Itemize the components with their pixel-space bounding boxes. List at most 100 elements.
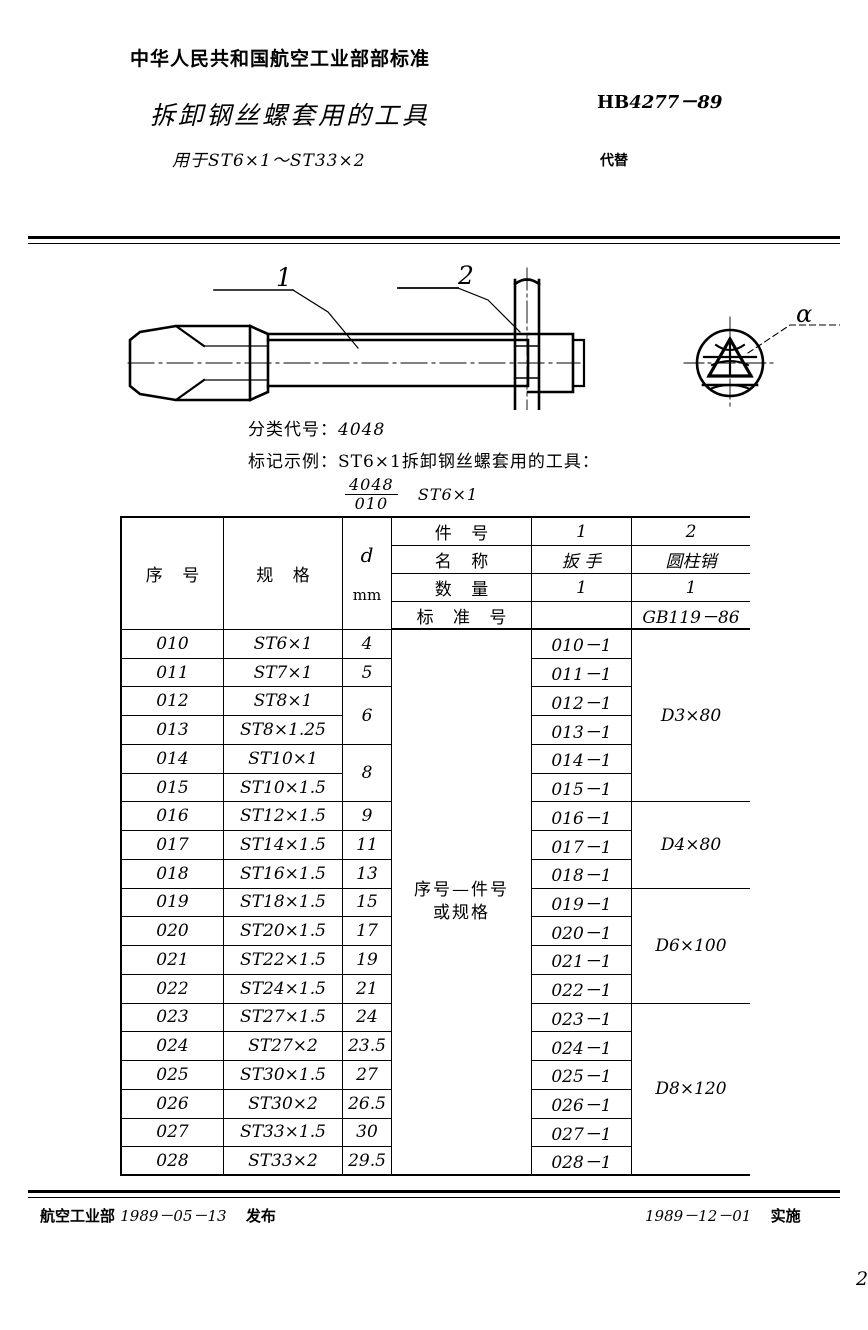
subheader-col1-2: 1 [532, 574, 632, 602]
marking-example-label: 标记示例： [248, 452, 338, 472]
table-row-d-021: 19 [343, 946, 392, 975]
table-row-seq-024: 024 [122, 1032, 224, 1062]
table-row-d-012: 6 [343, 687, 392, 745]
table-row-spec-020: ST20×1.5 [224, 917, 343, 947]
page-number: 2 [856, 1268, 868, 1290]
table-row-seq-013: 013 [122, 716, 224, 745]
table-header-d: d mm [343, 518, 392, 630]
footer-divider-thick [28, 1190, 840, 1193]
subheader-col2-3: GB119－86 [632, 602, 750, 630]
classification-code-label: 分类代号： [248, 420, 338, 440]
subheader-col1-0: 1 [532, 518, 632, 546]
designation-suffix: ST6×1 [417, 485, 479, 505]
subheader-col2-2: 1 [632, 574, 750, 602]
subheader-col2-0: 2 [632, 518, 750, 546]
effective-word: 实施 [770, 1207, 801, 1225]
footer-divider-thin [28, 1197, 840, 1198]
table-row-seq-017: 017 [122, 831, 224, 860]
table-row-seq-016: 016 [122, 802, 224, 832]
standard-number: HB4277－89 [597, 88, 722, 114]
marking-example-designation: 4048 010 ST6×1 [345, 476, 479, 513]
pin-size-group-D4×80: D4×80 [632, 802, 750, 889]
table-row-d-014: 8 [343, 744, 392, 803]
subheader-col1-1: 扳 手 [532, 546, 632, 574]
pin-size-group-D6×100: D6×100 [632, 889, 750, 1004]
classification-code-value: 4048 [338, 420, 386, 440]
table-header-d-symbol: d [360, 542, 374, 567]
table-row-seq-014: 014 [122, 744, 224, 774]
table-row-pinref-018: 018－1 [532, 859, 632, 889]
table-row-spec-017: ST14×1.5 [224, 831, 343, 860]
table-row-spec-026: ST30×2 [224, 1089, 343, 1119]
table-row-pinref-027: 027－1 [532, 1118, 632, 1148]
table-row-pinref-025: 025－1 [532, 1061, 632, 1090]
table-row-spec-028: ST33×2 [224, 1147, 343, 1176]
table-row-spec-011: ST7×1 [224, 658, 343, 688]
table-row-d-028: 29.5 [343, 1147, 392, 1176]
page-title: 拆卸钢丝螺套用的工具 [150, 101, 431, 130]
table-row-pinref-022: 022－1 [532, 974, 632, 1004]
table-row-seq-022: 022 [122, 974, 224, 1004]
table-row-spec-024: ST27×2 [224, 1032, 343, 1062]
designation-fraction: 4048 010 [345, 476, 398, 513]
table-row-spec-023: ST27×1.5 [224, 1003, 343, 1033]
table-row-seq-010: 010 [122, 630, 224, 659]
table-row-pinref-010: 010－1 [532, 630, 632, 659]
table-row-d-024: 23.5 [343, 1032, 392, 1062]
subheader-label-0: 件 号 [392, 518, 532, 546]
designation-denominator: 010 [354, 493, 389, 513]
table-row-pinref-015: 015－1 [532, 773, 632, 803]
table-row-seq-012: 012 [122, 687, 224, 717]
tool-assembly-drawing: 1 2 α [28, 250, 841, 412]
subheader-label-1: 名 称 [392, 546, 532, 574]
wrench-note-line-1: 序号—件号 [414, 880, 509, 901]
table-row-pinref-012: 012－1 [532, 687, 632, 717]
table-row-spec-014: ST10×1 [224, 744, 343, 774]
table-row-pinref-023: 023－1 [532, 1003, 632, 1033]
table-row-spec-018: ST16×1.5 [224, 859, 343, 889]
table-header-d-unit: mm [352, 585, 382, 604]
table-row-d-017: 11 [343, 831, 392, 860]
issuing-authority-heading: 中华人民共和国航空工业部部标准 [130, 48, 431, 70]
standard-number-value: 4277－89 [629, 92, 723, 113]
replaces-label: 代替 [600, 153, 628, 169]
table-header-spec: 规 格 [224, 518, 343, 630]
footer-issue: 航空工业部 1989－05－13 发布 [40, 1205, 276, 1226]
table-row-seq-015: 015 [122, 773, 224, 803]
effective-date: 1989－12－01 [645, 1207, 752, 1225]
table-row-seq-023: 023 [122, 1003, 224, 1033]
issuing-body: 航空工业部 [40, 1207, 116, 1225]
marking-example-text: ST6×1拆卸钢丝螺套用的工具： [338, 452, 600, 472]
table-row-pinref-028: 028－1 [532, 1147, 632, 1176]
table-row-d-022: 21 [343, 974, 392, 1004]
table-row-seq-020: 020 [122, 917, 224, 947]
table-row-d-027: 30 [343, 1118, 392, 1148]
table-row-d-025: 27 [343, 1061, 392, 1090]
table-row-d-019: 15 [343, 888, 392, 918]
designation-numerator: 4048 [345, 476, 398, 495]
table-row-pinref-016: 016－1 [532, 802, 632, 832]
callout-label-1: 1 [276, 263, 292, 292]
table-row-pinref-026: 026－1 [532, 1089, 632, 1119]
table-row-seq-026: 026 [122, 1089, 224, 1119]
subheader-col2-1: 圆柱销 [632, 546, 750, 574]
table-row-pinref-014: 014－1 [532, 744, 632, 774]
marking-example-line: 标记示例：ST6×1拆卸钢丝螺套用的工具： [248, 447, 600, 472]
wrench-column-note: 序号—件号或规格 [392, 630, 532, 1176]
table-row-seq-025: 025 [122, 1061, 224, 1090]
table-row-d-026: 26.5 [343, 1089, 392, 1119]
table-row-pinref-020: 020－1 [532, 917, 632, 947]
table-row-spec-015: ST10×1.5 [224, 773, 343, 803]
subheader-label-3: 标 准 号 [392, 602, 532, 630]
table-row-pinref-013: 013－1 [532, 716, 632, 745]
table-header-seq: 序 号 [122, 518, 224, 630]
table-row-pinref-017: 017－1 [532, 831, 632, 860]
header-divider-thin [28, 243, 840, 244]
table-row-seq-019: 019 [122, 888, 224, 918]
table-row-seq-018: 018 [122, 859, 224, 889]
wrench-note-line-2: 或规格 [433, 903, 490, 923]
table-row-spec-025: ST30×1.5 [224, 1061, 343, 1090]
table-row-seq-027: 027 [122, 1118, 224, 1148]
table-row-d-016: 9 [343, 802, 392, 832]
